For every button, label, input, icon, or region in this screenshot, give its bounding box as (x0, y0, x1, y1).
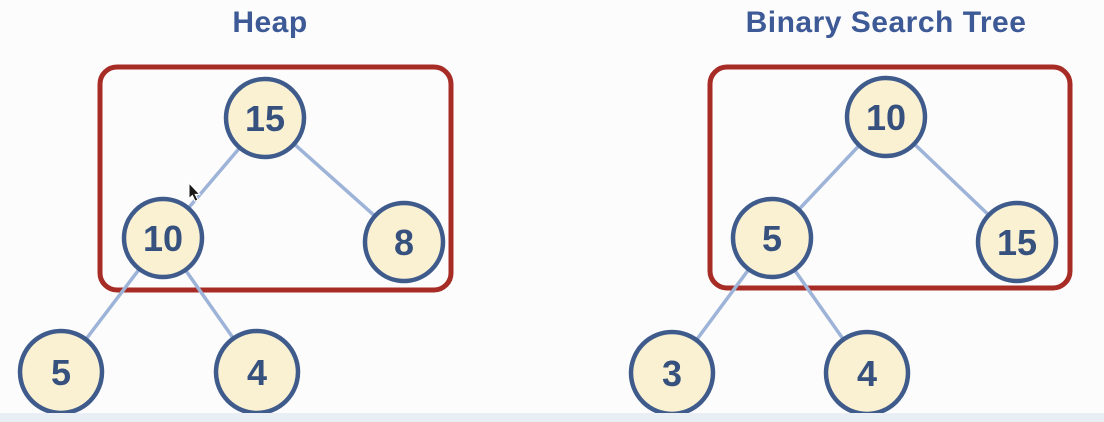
bottom-strip (0, 413, 1104, 422)
heap-node-4: 4 (213, 328, 301, 416)
binary-search-tree-node-label-10: 10 (866, 97, 906, 138)
heap-node-15: 15 (223, 76, 307, 160)
binary-search-tree-node-circle-15 (975, 200, 1059, 284)
binary-search-tree-node-15: 15 (975, 200, 1059, 284)
heap-node-label-4: 4 (247, 352, 267, 393)
heap-highlight-box (97, 64, 454, 293)
heap-title: Heap (232, 6, 308, 39)
heap-node-label-8: 8 (394, 222, 414, 263)
binary-search-tree-node-circle-5 (730, 196, 814, 280)
heap-node-circle-15 (223, 76, 307, 160)
binary-search-tree-node-3: 3 (628, 329, 716, 417)
heap-node-10: 10 (121, 196, 205, 280)
binary-search-tree-node-label-5: 5 (762, 218, 782, 259)
binary-search-tree-node-circle-10 (844, 75, 928, 159)
heap-node-label-15: 15 (245, 98, 285, 139)
binary-search-tree-node-5: 5 (730, 196, 814, 280)
binary-search-tree-node-label-3: 3 (662, 353, 682, 394)
heap-node-label-10: 10 (143, 218, 183, 259)
binary-search-tree-highlight-box (707, 64, 1073, 291)
tree-binary-search-tree: 10 5 15 3 4 (628, 64, 1073, 417)
binary-search-tree-node-4: 4 (823, 329, 911, 417)
heap-node-circle-8 (362, 200, 446, 284)
binary-search-tree-node-label-15: 15 (997, 222, 1037, 263)
heap-node-5: 5 (17, 328, 105, 416)
binary-search-tree-node-label-4: 4 (857, 353, 877, 394)
binary-search-tree-node-10: 10 (844, 75, 928, 159)
heap-node-circle-10 (121, 196, 205, 280)
binary-search-tree-title: Binary Search Tree (745, 6, 1027, 39)
tree-heap: 15 10 8 5 4 (17, 64, 454, 416)
heap-node-label-5: 5 (51, 352, 71, 393)
heap-node-8: 8 (362, 200, 446, 284)
mouse-cursor (188, 181, 201, 202)
